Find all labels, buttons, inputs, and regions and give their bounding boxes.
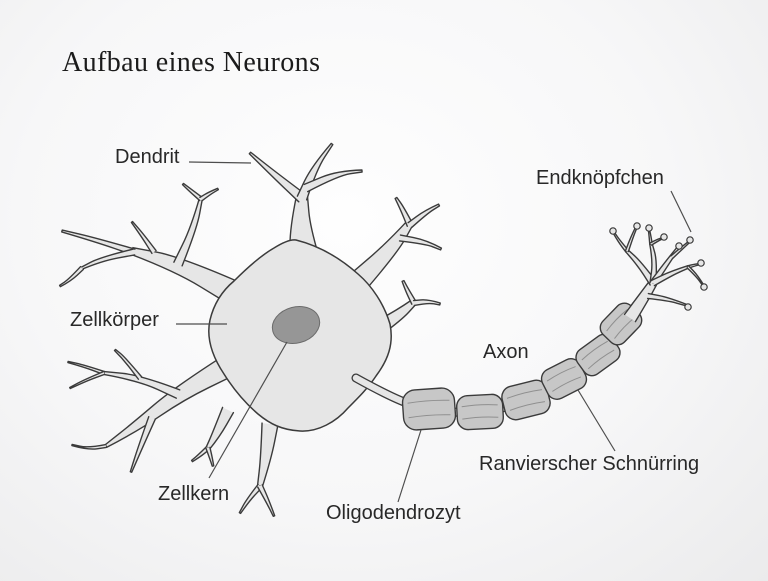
myelin-segment [455, 393, 505, 431]
leader-line-endknoepfchen [670, 190, 692, 233]
myelin-inner-line [506, 389, 543, 399]
nucleus-shape [271, 306, 321, 344]
end-knob [675, 242, 683, 250]
dendrite-branch [199, 187, 220, 202]
end-knob [700, 283, 708, 291]
leader-line-ranvier [577, 389, 616, 452]
label-axon: Axon [483, 341, 529, 363]
dendrite-branch [303, 169, 363, 193]
myelin-segment [401, 387, 457, 431]
dendrite-branch [394, 196, 414, 227]
dendrite-branch [412, 299, 441, 307]
dendrite-branch [130, 220, 157, 255]
dendrite-branch [256, 422, 279, 488]
axon-terminal-branch [624, 226, 638, 253]
dendrite-branch [398, 234, 443, 251]
end-knob [660, 233, 668, 241]
dendrite-branch [238, 483, 263, 515]
myelin-inner-line [462, 416, 499, 420]
myelin-inner-line [606, 309, 628, 332]
end-knob [633, 222, 641, 230]
dendrite-branch [401, 279, 417, 305]
myelin-segment-body [455, 393, 505, 431]
label-oligodendrozyt: Oligodendrozyt [326, 502, 461, 524]
myelin-segment-body [401, 387, 457, 431]
myelin-inner-line [581, 340, 608, 361]
dendrite-branch [103, 370, 181, 399]
myelin-inner-line [552, 376, 582, 392]
dendrite-branch [407, 203, 441, 229]
dendrite-branch [67, 360, 106, 376]
dendrite-branch [58, 265, 85, 288]
leader-line-dendrit [188, 161, 252, 164]
dendrite-branch [173, 196, 204, 267]
dendrite-branch [296, 142, 334, 201]
leader-line-oligodendrozyt [397, 429, 422, 503]
dendrite-branch [257, 484, 276, 517]
end-knob [684, 303, 692, 311]
dendrite-branch [69, 370, 106, 390]
dendrite-branch [61, 229, 136, 256]
label-dendrit: Dendrit [115, 146, 180, 168]
axon-terminal-branch [686, 265, 705, 287]
label-zellkoerper: Zellkörper [70, 309, 159, 331]
myelin-inner-line [408, 414, 451, 419]
page-title: Aufbau eines Neurons [62, 47, 321, 78]
leader-line-zellkern [208, 341, 288, 479]
myelin-inner-line [407, 399, 450, 404]
end-knob [697, 259, 705, 267]
dendrite-branch [129, 416, 156, 473]
myelin-inner-line [587, 349, 615, 370]
end-knob [686, 236, 694, 244]
end-knob [609, 227, 617, 235]
dendrite-branch [190, 445, 211, 463]
dendrite-branch [71, 443, 107, 450]
label-ranvier: Ranvierscher Schnürring [479, 453, 700, 475]
dendrite-branch [181, 182, 203, 202]
dendrite-branch [113, 348, 143, 380]
dendrite-branch [248, 151, 306, 203]
end-knob [645, 224, 653, 232]
dendrite-branch [205, 446, 215, 467]
myelin-inner-line [461, 404, 498, 408]
dendrite-branch [130, 246, 239, 304]
dendrite-branch [78, 248, 136, 271]
label-zellkern: Zellkern [158, 483, 230, 505]
myelin-inner-line [509, 401, 546, 411]
myelin-inner-line [546, 366, 576, 382]
label-endknoepfchen: Endknöpfchen [536, 167, 664, 189]
axon-terminal-branch [646, 292, 687, 307]
